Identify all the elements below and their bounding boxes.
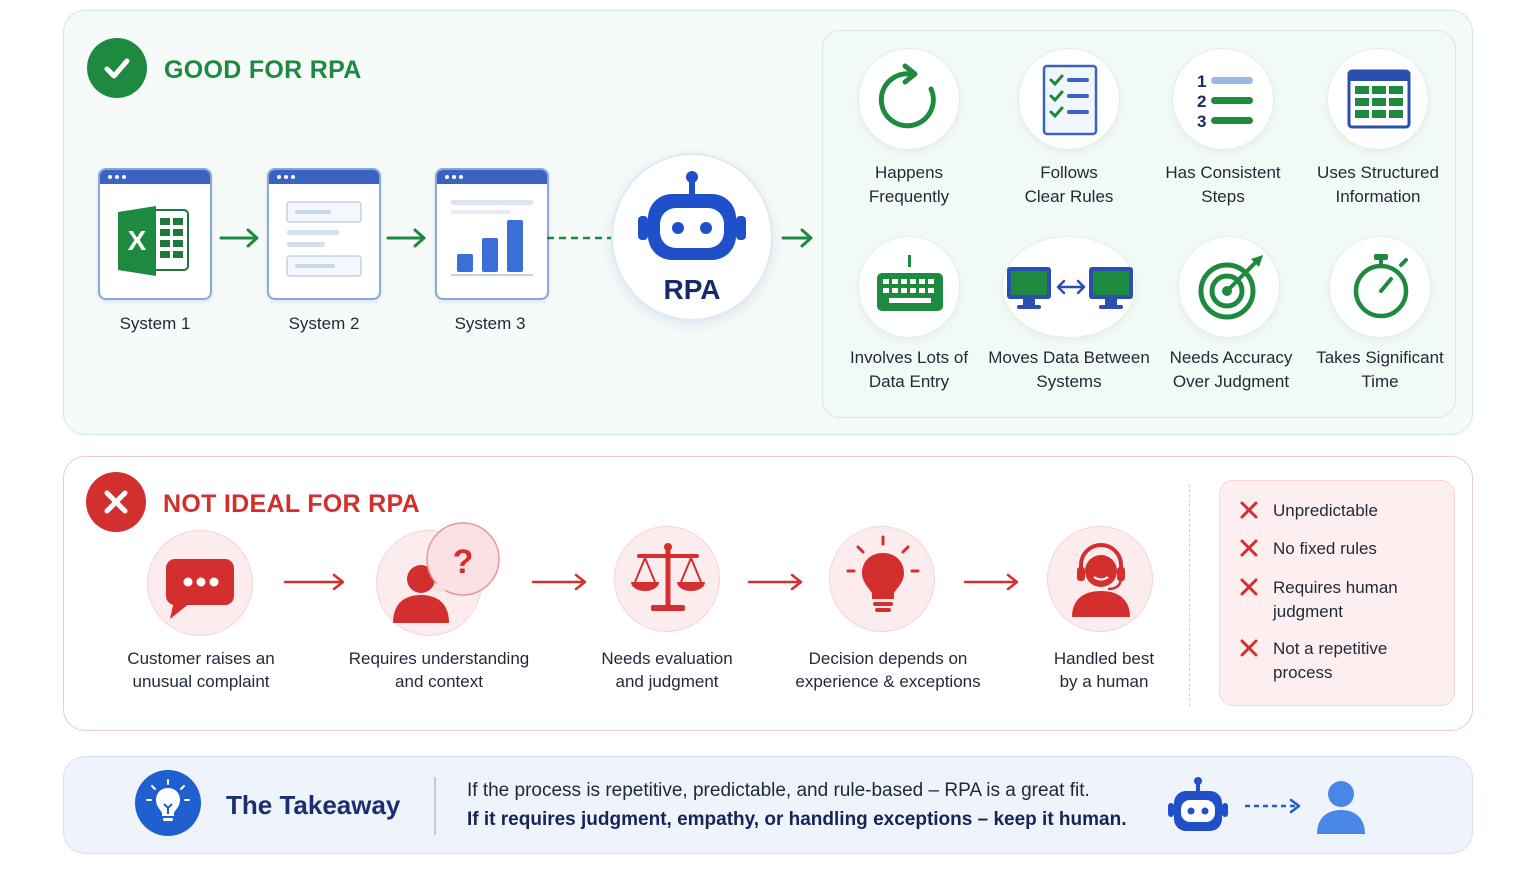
svg-text:3: 3 (1197, 112, 1206, 131)
arrow-right-icon (386, 228, 426, 248)
table-icon (1347, 69, 1411, 129)
form-icon (286, 201, 362, 277)
step-evaluation (614, 526, 720, 632)
x-badge-icon (86, 472, 146, 532)
criteria-consistent-steps: 1 2 3 (1172, 48, 1274, 150)
takeaway-line-1: If the process is repetitive, predictabl… (467, 780, 1090, 801)
takeaway-separator (434, 777, 436, 835)
takeaway-line-2: If it requires judgment, empathy, or han… (467, 809, 1127, 830)
rpa-label: RPA (663, 274, 721, 305)
x-mark-icon (1240, 639, 1258, 657)
svg-text:?: ? (453, 543, 474, 581)
lightbulb-icon (846, 535, 920, 612)
person-icon (1317, 781, 1365, 834)
lightbulb-badge-icon (135, 770, 201, 836)
x-mark-icon (1240, 578, 1258, 596)
section-divider (1189, 484, 1190, 706)
dashed-connector (547, 236, 613, 240)
bad-section-title: NOT IDEAL FOR RPA (163, 490, 420, 518)
criteria-moves-data (1002, 236, 1136, 338)
excel-icon: X (118, 206, 189, 276)
dashed-arrow-icon (1245, 798, 1301, 814)
stopwatch-icon (1353, 254, 1409, 319)
x-mark-icon (1240, 501, 1258, 519)
svg-text:2: 2 (1197, 92, 1206, 111)
system-3-window (435, 168, 549, 300)
arrow-right-icon (747, 573, 803, 591)
monitors-transfer-icon (1007, 267, 1133, 309)
numbered-list-icon: 1 2 3 (1197, 72, 1253, 131)
arrow-right-icon (283, 573, 345, 591)
checklist-icon (1042, 64, 1098, 136)
system-1-label: System 1 (119, 314, 191, 333)
criteria-structured-info (1327, 48, 1429, 150)
step-decision (829, 526, 935, 632)
check-badge-icon (87, 38, 147, 98)
not-ideal-reasons-box (1219, 480, 1455, 706)
x-mark-icon (1240, 539, 1258, 557)
refresh-icon (878, 63, 936, 129)
headset-person-icon (1072, 543, 1130, 617)
system-3-label: System 3 (454, 314, 526, 333)
arrow-right-icon (781, 228, 813, 248)
reason-item: Unpredictable (1273, 501, 1378, 520)
scales-icon (631, 543, 705, 611)
person-question-icon: ? (393, 522, 500, 623)
robot-icon (638, 171, 746, 260)
step-understanding: ? (376, 522, 500, 636)
system-2-label: System 2 (288, 314, 360, 333)
target-icon (1198, 255, 1263, 320)
keyboard-icon (877, 255, 943, 311)
chat-bubble-icon (166, 559, 234, 619)
svg-text:1: 1 (1197, 72, 1206, 91)
arrow-right-icon (531, 573, 587, 591)
reason-item: No fixed rules (1273, 539, 1377, 558)
step-human (1047, 526, 1153, 632)
criteria-accuracy (1178, 236, 1280, 338)
criteria-clear-rules (1018, 48, 1120, 150)
arrow-right-icon (963, 573, 1019, 591)
bar-chart-icon (451, 200, 533, 276)
criteria-data-entry (858, 236, 960, 338)
takeaway-title: The Takeaway (226, 790, 401, 820)
step-complaint (147, 530, 253, 636)
system-2-window (267, 168, 381, 300)
robot-icon (1168, 777, 1228, 831)
system-1-window: X (98, 168, 212, 300)
arrow-right-icon (219, 228, 259, 248)
criteria-takes-time (1329, 236, 1431, 338)
takeaway-panel (63, 756, 1473, 854)
svg-text:X: X (128, 225, 147, 256)
criteria-frequent (858, 48, 960, 150)
good-section-title: GOOD FOR RPA (164, 56, 362, 84)
